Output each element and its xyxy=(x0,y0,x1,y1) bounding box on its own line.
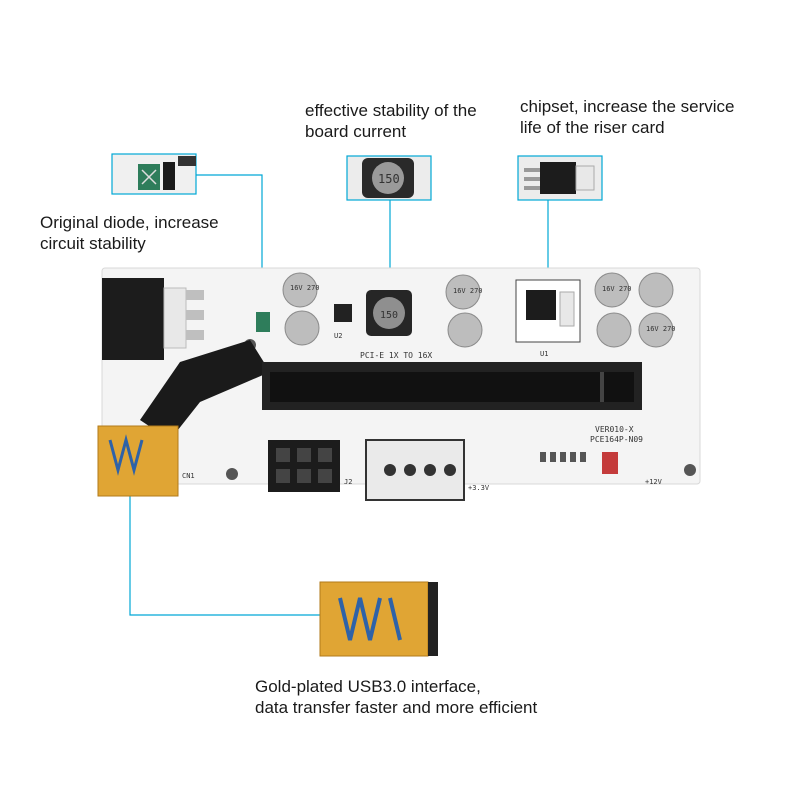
diode-zoom-inset xyxy=(111,153,197,195)
caption-chipset-line1: chipset, increase the service xyxy=(520,97,735,116)
chipset-zoom-inset xyxy=(517,155,603,201)
caption-diode: Original diode, increase circuit stabili… xyxy=(40,212,219,254)
inductor-zoom-label: 150 xyxy=(378,172,400,186)
cap-label-1: 16V 270 xyxy=(290,284,320,292)
caption-inductor-line1: effective stability of the xyxy=(305,101,477,120)
caption-inductor-line2: board current xyxy=(305,122,407,141)
caption-usb: Gold-plated USB3.0 interface, data trans… xyxy=(255,676,537,718)
board-title-label: PCI-E 1X TO 16X xyxy=(360,351,432,360)
caption-diode-line1: Original diode, increase xyxy=(40,213,219,232)
caption-chipset: chipset, increase the service life of th… xyxy=(520,96,735,138)
board-model-label: PCE164P-N09 xyxy=(590,435,643,444)
caption-chipset-line2: life of the riser card xyxy=(520,118,665,137)
caption-diode-line2: circuit stability xyxy=(40,234,146,253)
v12-label: +12V xyxy=(645,478,663,486)
j2-label: J2 xyxy=(344,478,352,486)
u1-label: U1 xyxy=(540,350,548,358)
riser-board: 16V 270 16V 270 16V 270 16V 270 150 U2 U… xyxy=(97,267,701,501)
cap-label-2: 16V 270 xyxy=(453,287,483,295)
cn1-label: CN1 xyxy=(182,472,195,480)
usb-zoom-inset xyxy=(319,581,438,657)
inductor-label: 150 xyxy=(380,310,398,321)
capacitors xyxy=(282,272,674,348)
caption-usb-line2: data transfer faster and more efficient xyxy=(255,698,538,717)
inductor-zoom-inset: 150 xyxy=(346,155,432,201)
board-version-label: VER010-X xyxy=(595,425,634,434)
u2-label: U2 xyxy=(334,332,342,340)
caption-inductor: effective stability of the board current xyxy=(305,100,477,142)
cap-label-3: 16V 270 xyxy=(602,285,632,293)
v33-label: +3.3V xyxy=(468,484,490,492)
caption-usb-line1: Gold-plated USB3.0 interface, xyxy=(255,677,481,696)
cap-label-4: 16V 270 xyxy=(646,325,676,333)
